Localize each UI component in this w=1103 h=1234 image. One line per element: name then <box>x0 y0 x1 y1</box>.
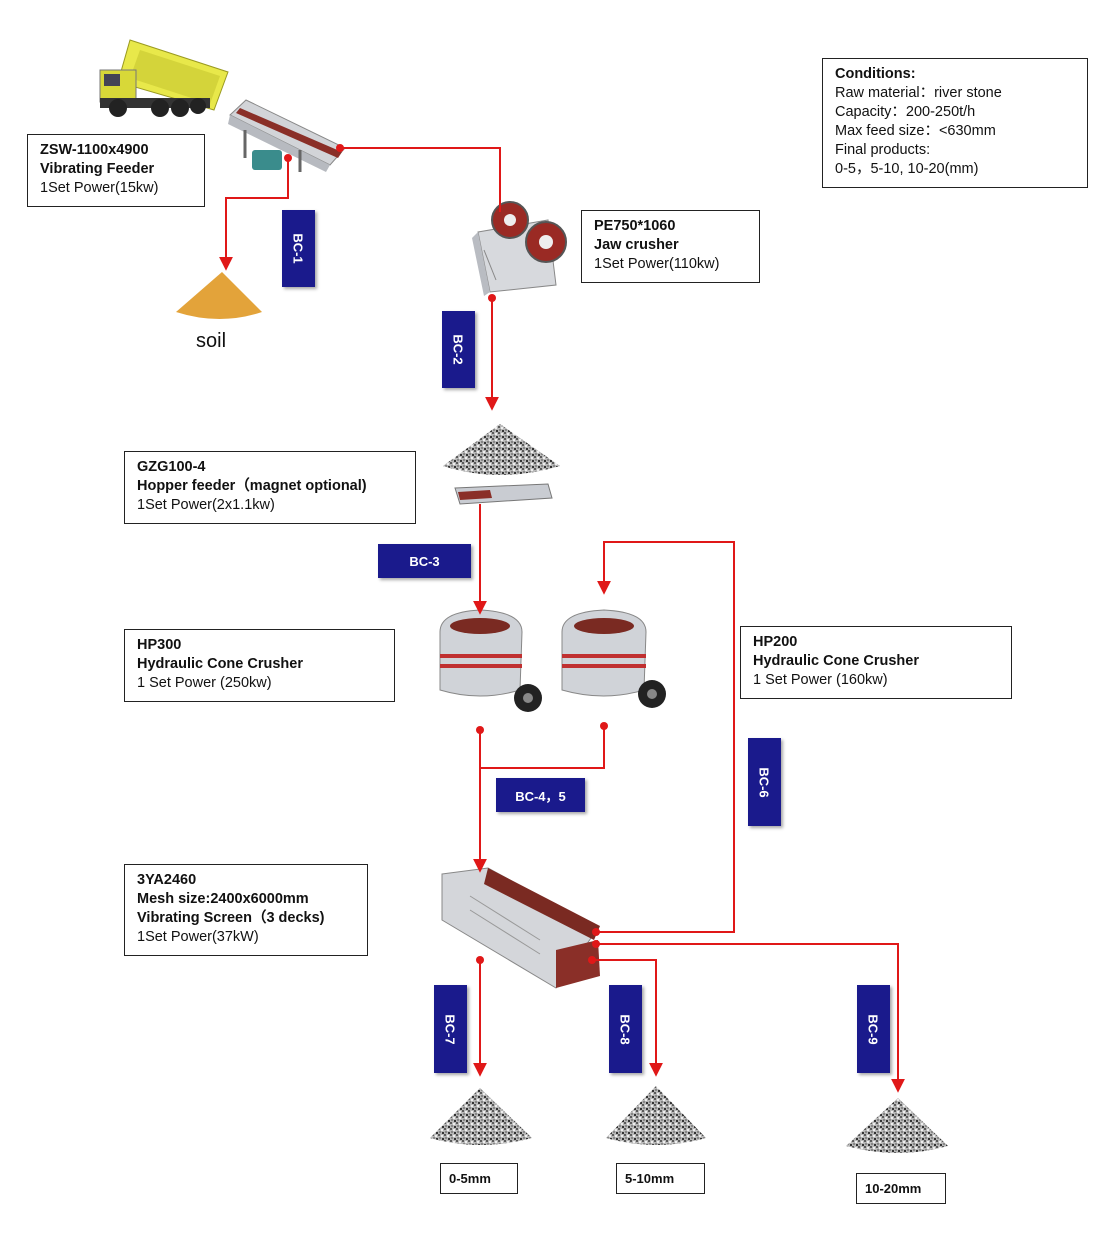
belt-bc6-label: BC-6 <box>757 766 772 798</box>
conditions-title: Conditions: <box>835 66 916 82</box>
flow-screen-to-hp200 <box>596 541 735 933</box>
screen-model: 3YA2460 <box>137 872 197 888</box>
product-10-20-text: 10-20mm <box>865 1181 922 1196</box>
feeder-label-box: ZSW-1100x4900 Vibrating Feeder 1Set Powe… <box>27 134 205 207</box>
jaw-name: Jaw crusher <box>594 237 679 253</box>
hp200-cone-crusher-machine <box>561 609 666 708</box>
hopper-power: 1Set Power(2x1.1kw) <box>137 497 275 513</box>
hp200-name: Hydraulic Cone Crusher <box>753 653 919 669</box>
belt-bc7-label: BC-7 <box>443 1013 458 1045</box>
hopper-feeder-machine <box>443 424 560 505</box>
belt-bc45-label: BC-4，5 <box>515 788 566 804</box>
vibrating-screen-machine <box>441 867 600 989</box>
product-label-5-10: 5-10mm <box>616 1163 705 1194</box>
belt-bc3: BC-3 <box>378 544 471 578</box>
feeder-name: Vibrating Feeder <box>40 161 155 177</box>
jaw-power: 1Set Power(110kw) <box>594 256 720 272</box>
belt-bc1: BC-1 <box>282 210 315 287</box>
product-label-10-20: 10-20mm <box>856 1173 946 1204</box>
jaw-model: PE750*1060 <box>594 218 676 234</box>
belt-bc9: BC-9 <box>857 985 890 1073</box>
dump-truck-icon <box>99 39 229 117</box>
jaw-crusher-machine <box>472 201 567 296</box>
conditions-capacity: Capacity：200-250t/h <box>835 104 976 120</box>
belt-bc9-label: BC-9 <box>866 1013 881 1045</box>
product-label-0-5: 0-5mm <box>440 1163 518 1194</box>
belt-bc3-label: BC-3 <box>409 553 440 569</box>
hopper-name: Hopper feeder（magnet optional) <box>137 478 367 494</box>
flow-hp-to-screen <box>479 726 605 769</box>
conditions-sizes: 0-5，5-10, 10-20(mm) <box>835 161 979 177</box>
conditions-max-feed: Max feed size：<630mm <box>835 123 996 139</box>
screen-mesh: Mesh size:2400x6000mm <box>137 891 309 907</box>
belt-bc7: BC-7 <box>434 985 467 1073</box>
belt-bc2: BC-2 <box>442 311 475 388</box>
conditions-box: Conditions: Raw material：river stone Cap… <box>822 58 1088 188</box>
feeder-power: 1Set Power(15kw) <box>40 180 159 196</box>
belt-bc8: BC-8 <box>609 985 642 1073</box>
screen-power: 1Set Power(37kW) <box>137 929 259 945</box>
flow-screen-to-5-10 <box>592 959 663 1077</box>
flow-lines <box>219 147 905 1093</box>
feeder-model: ZSW-1100x4900 <box>40 142 149 158</box>
product-5-10-text: 5-10mm <box>625 1171 675 1186</box>
flow-feeder-to-soil <box>219 158 289 271</box>
flow-feeder-to-jaw <box>340 147 501 212</box>
screen-name: Vibrating Screen（3 decks) <box>137 910 325 926</box>
jaw-label-box: PE750*1060 Jaw crusher 1Set Power(110kw) <box>581 210 760 283</box>
hopper-model: GZG100-4 <box>137 459 206 475</box>
product-pile-0-5 <box>430 1088 532 1145</box>
product-pile-10-20 <box>846 1098 948 1153</box>
belt-bc6: BC-6 <box>748 738 781 826</box>
belt-bc1-label: BC-1 <box>291 233 306 264</box>
product-pile-5-10 <box>606 1086 706 1145</box>
belt-bc8-label: BC-8 <box>618 1013 633 1045</box>
product-0-5-text: 0-5mm <box>449 1171 491 1186</box>
conditions-final-products: Final products: <box>835 142 931 158</box>
hp300-model: HP300 <box>137 637 182 653</box>
flow-screen-to-10-20 <box>596 943 905 1093</box>
conditions-raw-material: Raw material：river stone <box>835 85 1002 101</box>
hp300-name: Hydraulic Cone Crusher <box>137 656 303 672</box>
soil-label: soil <box>196 330 227 352</box>
belt-bc45: BC-4，5 <box>496 778 585 812</box>
hp200-power: 1 Set Power (160kw) <box>753 672 888 688</box>
belt-bc2-label: BC-2 <box>451 334 466 365</box>
hp300-cone-crusher-machine <box>439 609 542 712</box>
hp300-label-box: HP300 Hydraulic Cone Crusher 1 Set Power… <box>124 629 395 702</box>
hp200-label-box: HP200 Hydraulic Cone Crusher 1 Set Power… <box>740 626 1012 699</box>
soil-pile-icon <box>176 272 262 319</box>
hopper-label-box: GZG100-4 Hopper feeder（magnet optional) … <box>124 451 416 524</box>
hp200-model: HP200 <box>753 634 798 650</box>
screen-label-box: 3YA2460 Mesh size:2400x6000mm Vibrating … <box>124 864 368 956</box>
flow-dots <box>284 144 608 964</box>
hp300-power: 1 Set Power (250kw) <box>137 675 272 691</box>
